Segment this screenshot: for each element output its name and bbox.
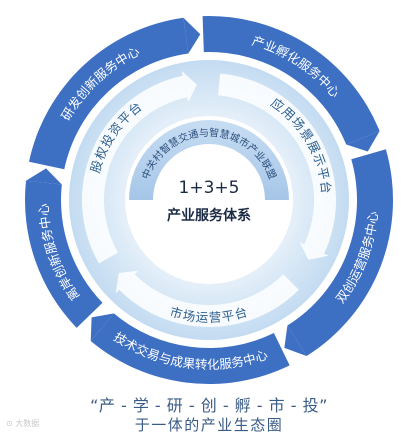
caption-line-1: “产 - 学 - 研 - 创 - 孵 - 市 - 投” xyxy=(90,396,328,415)
watermark: ⊙ 大数据 xyxy=(6,419,40,428)
outer-segment-arrow xyxy=(90,313,114,341)
outer-segment-incubation xyxy=(202,15,380,145)
core-arc-band xyxy=(129,120,289,200)
inner-segment-market-operation xyxy=(119,274,299,327)
core-title: 产业服务体系 xyxy=(167,207,251,224)
outer-segment-rd xyxy=(29,17,189,170)
outer-segment-tech-transfer xyxy=(90,313,290,384)
core-formula: 1+3+5 xyxy=(179,178,240,198)
outer-segment-arrow xyxy=(183,17,201,54)
outer-segment-dual-innovation xyxy=(287,149,394,357)
inner-segment-equity-investment xyxy=(82,75,188,264)
outer-segment-offshore xyxy=(24,180,103,328)
inner-label-market-operation: 市场运营平台 xyxy=(168,304,250,325)
ecosystem-diagram: 研发创新服务中心产业孵化服务中心双创运营服务中心技术交易与成果转化服务中心离岸创… xyxy=(24,15,394,384)
inner-segment-arrow xyxy=(115,270,139,294)
outer-segment-arrow xyxy=(284,325,307,357)
inner-segment-arrow xyxy=(181,70,197,103)
outer-segment-arrow xyxy=(26,168,62,185)
outer-segment-arrow xyxy=(346,131,380,152)
inner-segment-scenario-showcase xyxy=(218,73,336,254)
caption-line-2: 于一体的产业生态圈 xyxy=(134,416,284,434)
inner-segment-arrow xyxy=(299,242,329,260)
inner-ring-arrows xyxy=(82,70,336,327)
